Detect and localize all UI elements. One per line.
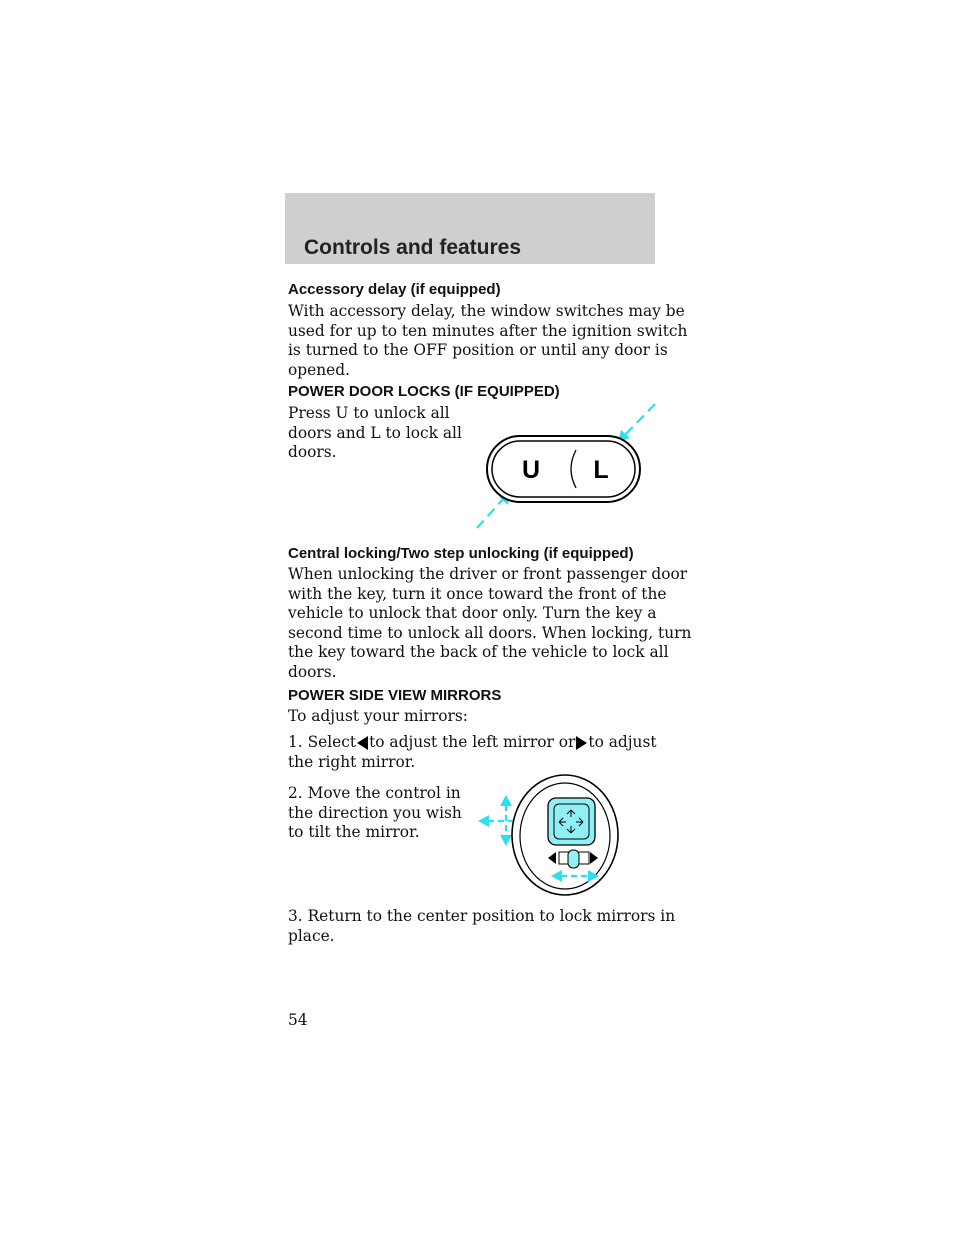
joystick-pad-inner (553, 803, 590, 840)
text-line: the right mirror. (288, 752, 416, 771)
power-door-locks-heading: POWER DOOR LOCKS (IF EQUIPPED) (288, 383, 560, 400)
mirrors-step-2: 2. Move the control in the direction you… (288, 784, 462, 843)
mirror-control-illustration (478, 774, 619, 896)
text-line: with the key, turn it once toward the fr… (288, 584, 667, 603)
text-line: doors. (288, 443, 337, 462)
right-selector-triangle-icon (590, 852, 598, 864)
text-line: When unlocking the driver or front passe… (288, 565, 688, 583)
selector-arrow-head-left (551, 870, 562, 882)
joystick-down-mark (566, 826, 576, 834)
switch-divider (570, 449, 577, 489)
central-locking-heading: Central locking/Two step unlocking (if e… (288, 545, 634, 562)
page-title: Controls and features (304, 236, 522, 259)
text-line: is turned to the OFF position or until a… (288, 341, 668, 360)
left-selector-triangle-icon (548, 852, 556, 864)
central-locking-text: When unlocking the driver or front passe… (288, 565, 691, 683)
joystick-up-mark (566, 809, 576, 817)
text-line: Press U to unlock all (288, 404, 450, 422)
text-line: the key toward the back of the vehicle t… (288, 643, 669, 662)
text-line: second time to unlock all doors. When lo… (288, 623, 692, 642)
text-line: doors and L to lock all (288, 423, 462, 442)
text-line: used for up to ten minutes after the ign… (288, 321, 688, 340)
accessory-delay-text: With accessory delay, the window switche… (288, 302, 687, 380)
joystick-pad (547, 797, 596, 846)
selector-arrow-head-right (588, 870, 599, 882)
lock-label: L (593, 456, 608, 484)
text-fragment: to adjust the left mirror or (369, 733, 576, 751)
step-1-line: 1. Select to adjust the left mirror or t… (288, 733, 657, 753)
text-fragment: to adjust (588, 733, 657, 751)
text-line: opened. (288, 360, 350, 379)
unlock-label: U (522, 456, 540, 484)
header-band (285, 193, 655, 264)
text-line: To adjust your mirrors: (288, 707, 468, 725)
accessory-delay-heading: Accessory delay (if equipped) (288, 281, 501, 298)
text-fragment: 1. Select (288, 733, 357, 751)
mirrors-step-3: 3. Return to the center position to lock… (288, 907, 675, 946)
text-line: 3. Return to the center position to lock… (288, 907, 676, 925)
power-door-locks-text: Press U to unlock all doors and L to loc… (288, 404, 462, 463)
text-line: the direction you wish (288, 803, 462, 822)
joystick-left-mark (558, 817, 566, 827)
text-line: vehicle to unlock that door only. Turn t… (288, 604, 657, 623)
text-line: to tilt the mirror. (288, 823, 420, 842)
left-triangle-icon (357, 735, 369, 750)
text-line: With accessory delay, the window switche… (288, 302, 685, 320)
lock-switch-inner (491, 440, 636, 498)
power-mirrors-heading: POWER SIDE VIEW MIRRORS (288, 687, 502, 704)
page-number: 54 (288, 1011, 308, 1029)
joystick-right-mark (576, 817, 584, 827)
mirrors-intro: To adjust your mirrors: (288, 707, 468, 727)
text-line: 2. Move the control in (288, 784, 461, 802)
mirrors-step-1: 1. Select to adjust the left mirror or t… (288, 733, 657, 772)
selector-knob (567, 849, 580, 869)
right-triangle-icon (576, 735, 588, 750)
arrow-dashed-line (476, 495, 507, 529)
text-line: place. (288, 926, 335, 945)
text-line: doors. (288, 662, 337, 681)
arrow-dashed-line (621, 403, 656, 439)
door-lock-switch-illustration: U L (476, 403, 656, 529)
